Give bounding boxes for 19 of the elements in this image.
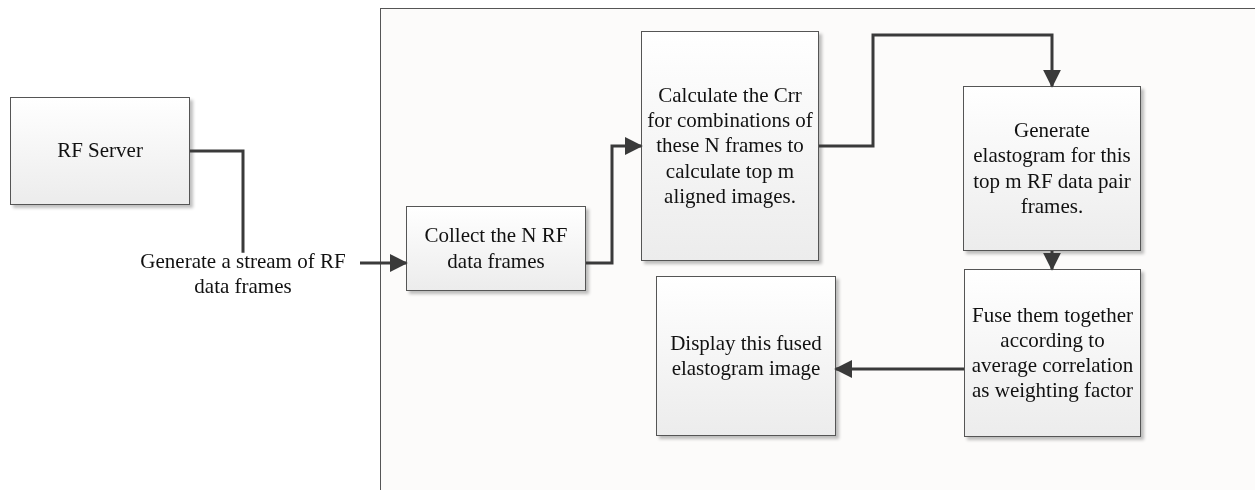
box-text: Display this fused elastogram image — [669, 330, 823, 382]
process-box — [963, 86, 1141, 251]
arrow — [1043, 251, 1061, 271]
step-text: Generate a stream of RF data frames — [128, 248, 358, 300]
box-text: Generate elastogram for this top m RF data pair frames. — [972, 118, 1132, 219]
arrow — [834, 360, 964, 378]
arrow — [819, 33, 1061, 148]
panel-background — [380, 8, 1255, 490]
process-box — [641, 31, 819, 261]
process-box — [656, 276, 836, 436]
box-text: Fuse them together according to average correlation as weighting factor — [970, 302, 1135, 404]
box-text: Calculate the Crr for combinations of these N frames to calculate top m aligned images. — [646, 83, 814, 209]
box-text: Collect the N RF data frames — [423, 223, 569, 274]
process-box — [406, 206, 586, 291]
process-box — [10, 97, 190, 205]
box-text: RF Server — [57, 138, 143, 164]
arrow — [586, 137, 643, 265]
process-box — [964, 269, 1141, 437]
arrow — [360, 254, 408, 272]
